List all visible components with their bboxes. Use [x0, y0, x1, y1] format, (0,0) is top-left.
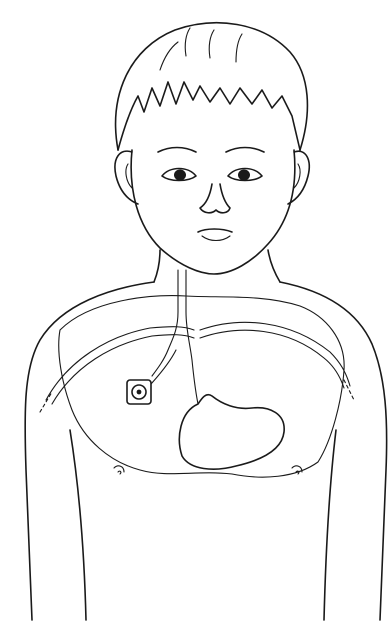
implanted-port — [127, 350, 176, 404]
neck-left — [154, 250, 160, 282]
torso-left-side — [70, 430, 86, 620]
right-ear — [288, 151, 309, 204]
left-eyebrow — [158, 148, 196, 153]
nose — [200, 184, 230, 213]
heart — [179, 395, 284, 469]
left-clavicle-line-b — [52, 335, 194, 404]
left-clavicle-dash — [40, 392, 52, 412]
torso-right-side — [324, 430, 336, 620]
mouth — [198, 229, 232, 241]
neck-right — [268, 250, 280, 282]
left-shoulder-arm — [25, 282, 154, 620]
left-clavicle-line-a — [46, 327, 194, 400]
right-eye — [228, 169, 262, 181]
left-nipple — [114, 466, 124, 474]
right-clavicle-line-b — [200, 330, 344, 388]
chest-contour — [59, 296, 344, 477]
hair — [116, 23, 308, 150]
right-eyebrow — [226, 148, 264, 153]
left-eye — [162, 169, 196, 181]
catheter-line — [152, 270, 178, 376]
